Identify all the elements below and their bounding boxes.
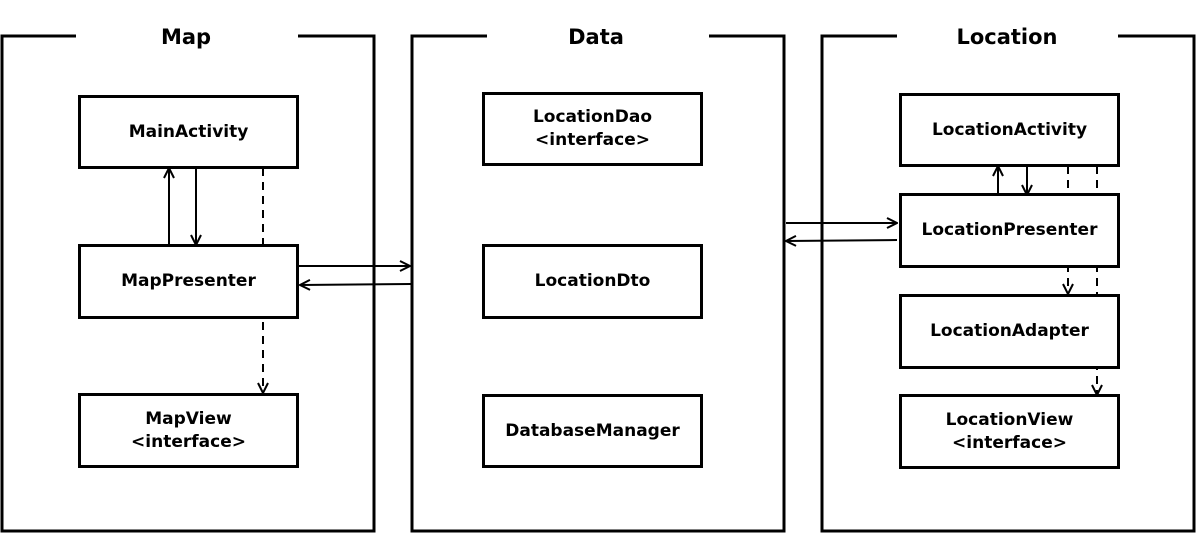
class-map-view: MapView <interface> xyxy=(78,393,299,468)
class-name: LocationAdapter xyxy=(930,321,1089,341)
class-location-activity: LocationActivity xyxy=(899,93,1120,167)
location-package-frame xyxy=(820,34,1196,533)
class-location-adapter: LocationAdapter xyxy=(899,294,1120,369)
class-database-manager: DatabaseManager xyxy=(482,394,703,468)
class-name: MainActivity xyxy=(128,121,249,142)
data-package-title: Data xyxy=(568,25,624,49)
class-name: LocationActivity xyxy=(931,119,1088,140)
class-stereotype: <interface> xyxy=(131,431,246,452)
class-location-dto: LocationDto xyxy=(482,244,703,319)
class-main-activity: MainActivity xyxy=(78,95,299,169)
map-package-title: Map xyxy=(160,25,212,49)
class-location-presenter: LocationPresenter xyxy=(899,193,1120,268)
location-package-title: Location xyxy=(956,25,1058,49)
class-name: LocationPresenter xyxy=(921,220,1098,240)
class-map-presenter: MapPresenter xyxy=(78,244,299,319)
class-name: DatabaseManager xyxy=(505,420,680,441)
arrow-locationpresenter-to-data xyxy=(786,240,898,241)
class-name: LocationDto xyxy=(534,271,651,291)
map-package-frame xyxy=(0,34,376,533)
class-name: LocationView xyxy=(945,409,1074,430)
class-stereotype: <interface> xyxy=(952,432,1067,453)
class-name: LocationDao xyxy=(532,107,653,127)
arrow-data-to-mappresenter xyxy=(300,284,412,285)
class-location-dao: LocationDao <interface> xyxy=(482,92,703,166)
class-stereotype: <interface> xyxy=(535,130,650,150)
class-name: MapPresenter xyxy=(121,271,256,291)
data-package-frame xyxy=(410,34,786,533)
class-name: MapView xyxy=(145,408,232,429)
class-location-view: LocationView <interface> xyxy=(899,394,1120,469)
